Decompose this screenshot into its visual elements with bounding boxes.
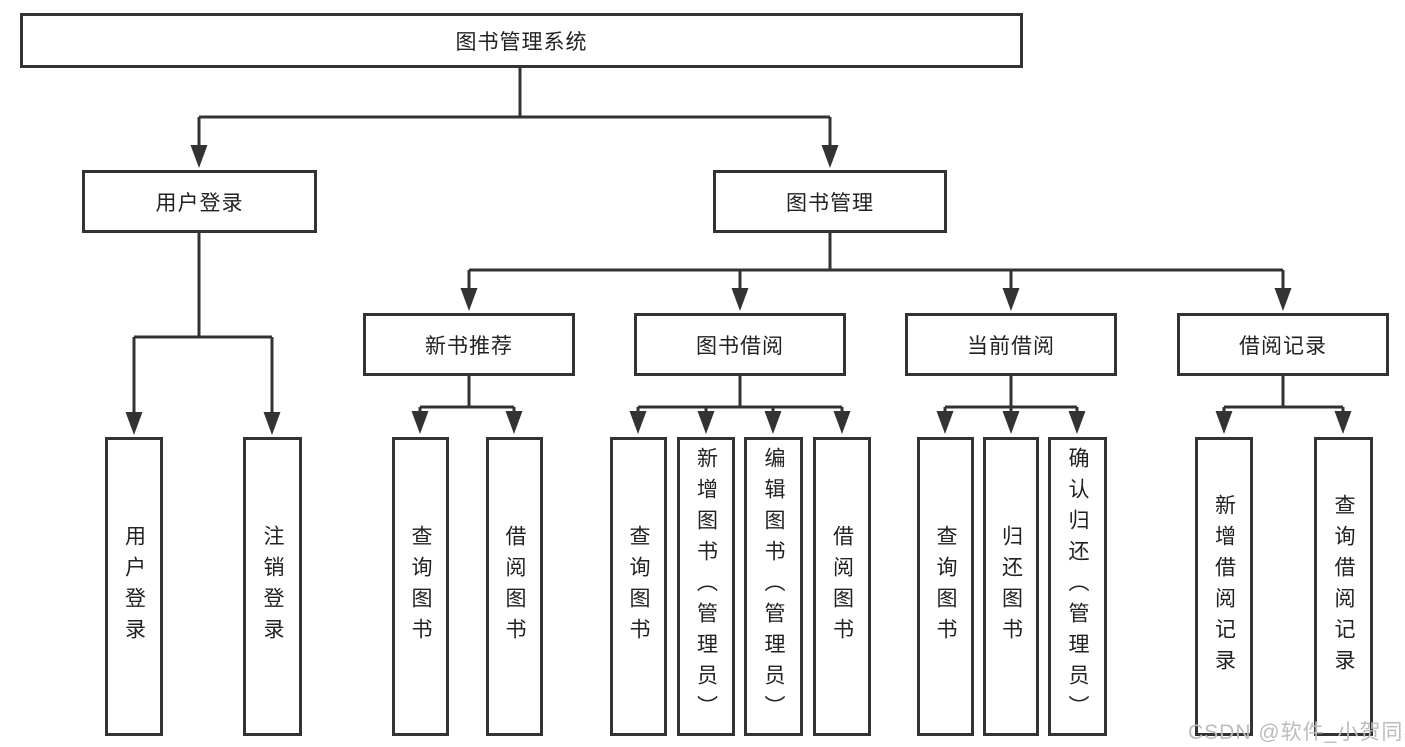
arrow-down-icon: [1334, 411, 1352, 434]
arrow-down-icon: [411, 411, 429, 434]
leaf-add-books-admin: 新增图书（管理员）: [677, 437, 735, 736]
arrow-down-icon: [821, 145, 839, 168]
leaf-query-books-3: 查询图书: [917, 437, 974, 736]
leaf-user-login: 用户登录: [105, 437, 163, 736]
arrow-down-icons: [125, 145, 1352, 435]
leaf-label: 确认归还（管理员）: [1066, 447, 1089, 726]
node-borrowing-records: 借阅记录: [1177, 313, 1389, 376]
node-book-management: 图书管理: [713, 170, 947, 233]
node-user-login: 用户登录: [82, 170, 317, 233]
arrow-down-icon: [764, 411, 782, 434]
leaf-return-books: 归还图书: [983, 437, 1039, 736]
arrow-down-icon: [731, 288, 749, 311]
leaf-label: 查询图书: [409, 524, 432, 649]
node-root-library-system: 图书管理系统: [20, 13, 1023, 68]
arrow-down-icon: [1215, 411, 1233, 434]
leaf-label: 编辑图书（管理员）: [762, 447, 785, 726]
arrow-down-icon: [1002, 288, 1020, 311]
leaf-label: 用户登录: [122, 524, 146, 649]
arrow-down-icon: [460, 288, 478, 311]
leaf-add-borrow-record: 新增借阅记录: [1195, 437, 1253, 736]
leaf-label: 借阅图书: [503, 524, 526, 649]
leaf-label: 注销登录: [261, 524, 284, 649]
leaf-label: 借阅图书: [830, 524, 854, 649]
node-new-book-recommend: 新书推荐: [363, 313, 575, 376]
leaf-query-borrow-record: 查询借阅记录: [1314, 437, 1373, 736]
leaf-label: 查询图书: [627, 524, 650, 649]
leaf-label: 新增借阅记录: [1212, 493, 1236, 680]
node-current-borrowing: 当前借阅: [905, 313, 1117, 376]
arrow-down-icon: [505, 411, 523, 434]
leaf-borrow-books-2: 借阅图书: [813, 437, 871, 736]
leaf-label: 查询借阅记录: [1332, 493, 1355, 680]
arrow-down-icon: [263, 412, 281, 435]
arrow-down-icon: [125, 412, 143, 435]
leaf-label: 查询图书: [934, 524, 957, 649]
arrow-down-icon: [1002, 411, 1020, 434]
leaf-confirm-return-admin: 确认归还（管理员）: [1048, 437, 1107, 736]
leaf-logout: 注销登录: [243, 437, 302, 736]
arrow-down-icon: [190, 145, 208, 168]
arrow-down-icon: [936, 411, 954, 434]
leaf-edit-books-admin: 编辑图书（管理员）: [744, 437, 803, 736]
leaf-query-books-2: 查询图书: [610, 437, 667, 736]
arrow-down-icon: [833, 411, 851, 434]
arrow-down-icon: [1274, 288, 1292, 311]
connector-edges: [132, 68, 1345, 412]
arrow-down-icon: [629, 411, 647, 434]
leaf-query-books-1: 查询图书: [392, 437, 449, 736]
arrow-down-icon: [697, 411, 715, 434]
leaf-label: 归还图书: [999, 524, 1023, 649]
node-book-borrowing: 图书借阅: [634, 313, 846, 376]
leaf-label: 新增图书（管理员）: [694, 447, 718, 726]
leaf-borrow-books-1: 借阅图书: [486, 437, 543, 736]
arrow-down-icon: [1068, 411, 1086, 434]
